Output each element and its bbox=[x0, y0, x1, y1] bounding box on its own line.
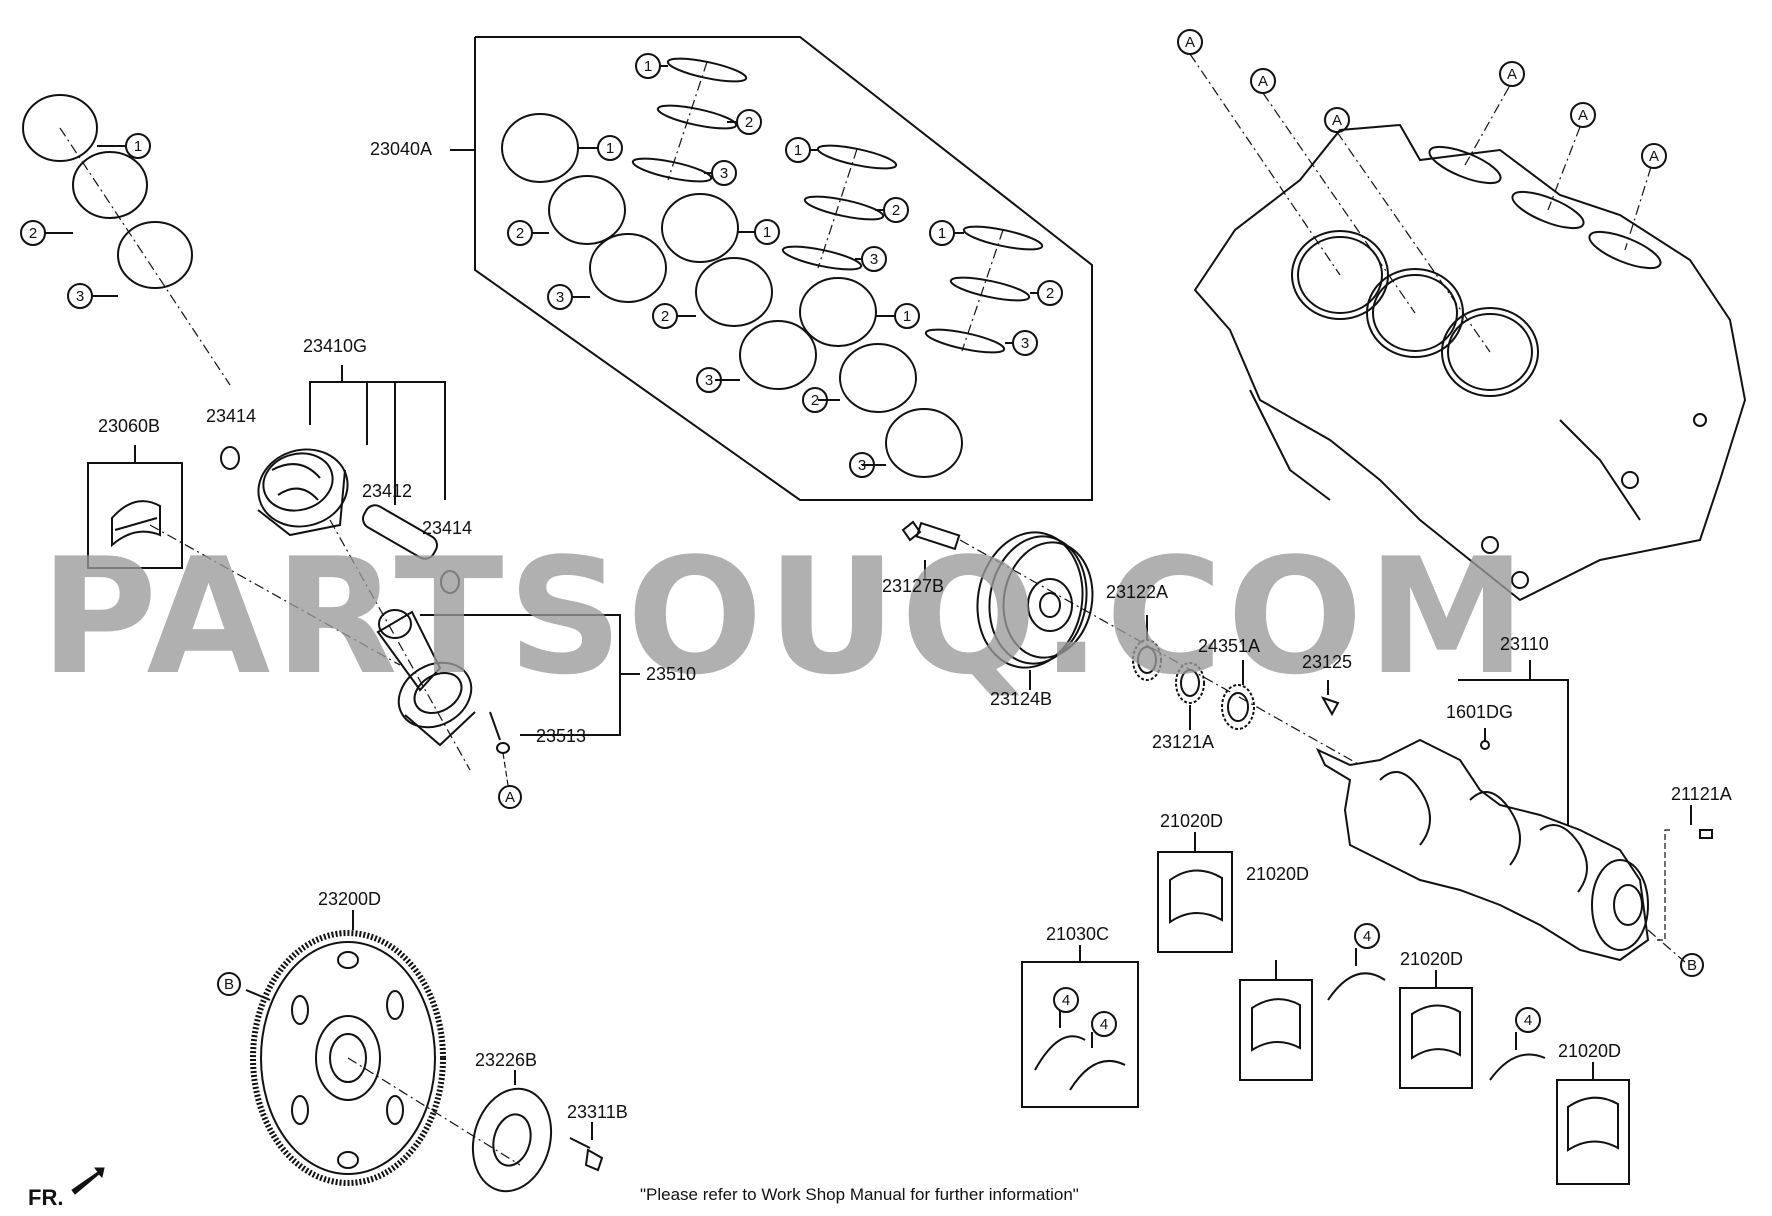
ref-letter-a: A bbox=[1578, 107, 1588, 124]
ref-letter-a: A bbox=[1649, 148, 1659, 165]
label-23125: 23125 bbox=[1302, 652, 1352, 672]
ring-number: 1 bbox=[763, 224, 771, 241]
label-21020D-1: 21020D bbox=[1160, 811, 1223, 831]
label-1601DG: 1601DG bbox=[1446, 702, 1513, 722]
ring-set-rings bbox=[501, 57, 1044, 478]
ring-number: 1 bbox=[903, 308, 911, 325]
label-21020D-2: 21020D bbox=[1246, 864, 1309, 884]
ring-number: 2 bbox=[661, 308, 669, 325]
ring-number: 3 bbox=[858, 457, 866, 474]
footer-note: "Please refer to Work Shop Manual for fu… bbox=[640, 1185, 1079, 1204]
ring-number: 4 bbox=[1524, 1012, 1532, 1029]
label-23124B: 23124B bbox=[990, 689, 1052, 709]
connecting-rod bbox=[376, 609, 640, 809]
ring-number-circles bbox=[20, 53, 1541, 1037]
watermark: PARTSOUQ.COM bbox=[40, 523, 1530, 710]
label-23414-left: 23414 bbox=[206, 406, 256, 426]
ring-number: 3 bbox=[556, 289, 564, 306]
ring-number: 4 bbox=[1100, 1016, 1108, 1033]
ref-letter-a: A bbox=[1258, 73, 1268, 90]
label-21030C: 21030C bbox=[1046, 924, 1109, 944]
ring-number: 1 bbox=[644, 58, 652, 75]
piston-assembly bbox=[220, 365, 460, 594]
ring-number: 3 bbox=[1021, 335, 1029, 352]
sprockets bbox=[1132, 615, 1340, 730]
ring-number: 1 bbox=[134, 138, 142, 155]
flywheel bbox=[217, 910, 521, 1186]
label-23311B: 23311B bbox=[567, 1102, 628, 1122]
pulley-area bbox=[901, 520, 1361, 766]
ref-letter-a: A bbox=[1185, 34, 1195, 51]
bearing-box-23060B bbox=[87, 445, 183, 569]
label-23200D: 23200D bbox=[318, 889, 381, 909]
ref-letter-a: A bbox=[1332, 112, 1342, 129]
reference-letter-labels: A A A A A A A B B bbox=[224, 34, 1697, 993]
part-labels: 23040A 23410G 23060B 23414 23412 23414 2… bbox=[98, 139, 1732, 1122]
ring-number: 1 bbox=[938, 225, 946, 242]
ring-number: 2 bbox=[29, 225, 37, 242]
thrust-washers bbox=[1021, 945, 1546, 1108]
ring-number: 2 bbox=[892, 202, 900, 219]
ref-letter-b: B bbox=[224, 976, 234, 993]
label-23414-right: 23414 bbox=[422, 518, 472, 538]
front-arrow-icon bbox=[71, 1167, 105, 1195]
label-21121A: 21121A bbox=[1671, 784, 1732, 804]
label-23121A: 23121A bbox=[1152, 732, 1214, 752]
ring-number: 2 bbox=[811, 392, 819, 409]
ring-number: 1 bbox=[606, 140, 614, 157]
label-21020D-4: 21020D bbox=[1558, 1041, 1621, 1061]
block-callout-leaders bbox=[1189, 53, 1652, 353]
label-23060B: 23060B bbox=[98, 416, 160, 436]
label-23412: 23412 bbox=[362, 481, 412, 501]
ring-number: 4 bbox=[1062, 992, 1070, 1009]
label-21020D-3: 21020D bbox=[1400, 949, 1463, 969]
main-bearings bbox=[1157, 832, 1630, 1185]
label-23110: 23110 bbox=[1500, 634, 1549, 654]
label-24351A: 24351A bbox=[1198, 636, 1260, 656]
direction-label: FR. bbox=[28, 1185, 63, 1210]
label-23122A: 23122A bbox=[1106, 582, 1168, 602]
adapter-plate bbox=[471, 1070, 604, 1193]
label-23040A: 23040A bbox=[370, 139, 432, 159]
pin-21121A bbox=[1655, 805, 1713, 941]
label-23513: 23513 bbox=[536, 726, 586, 746]
ring-number: 3 bbox=[870, 251, 878, 268]
ref-letter-a: A bbox=[505, 789, 515, 806]
left-piston-rings bbox=[22, 94, 231, 386]
ring-number: 2 bbox=[1046, 285, 1054, 302]
ring-number: 2 bbox=[516, 225, 524, 242]
engine-block bbox=[1193, 123, 1747, 602]
block-callout-circles bbox=[1177, 29, 1667, 169]
ring-number: 2 bbox=[745, 114, 753, 131]
ring-number: 1 bbox=[794, 142, 802, 159]
label-23410G: 23410G bbox=[303, 336, 367, 356]
ring-number-labels: 1 2 3 1 2 1 3 2 1 3 2 3 1 2 3 1 2 3 1 2 … bbox=[29, 58, 1532, 1033]
crankshaft bbox=[1315, 660, 1704, 977]
ring-number: 3 bbox=[720, 165, 728, 182]
ref-letter-a: A bbox=[1507, 66, 1517, 83]
ring-number: 3 bbox=[76, 288, 84, 305]
label-23226B: 23226B bbox=[475, 1050, 537, 1070]
ring-number: 3 bbox=[705, 372, 713, 389]
ref-letter-b: B bbox=[1687, 957, 1697, 974]
ring-set-frame bbox=[450, 36, 1093, 501]
ring-number: 4 bbox=[1363, 928, 1371, 945]
label-23510: 23510 bbox=[646, 664, 696, 684]
label-23127B: 23127B bbox=[882, 576, 944, 596]
